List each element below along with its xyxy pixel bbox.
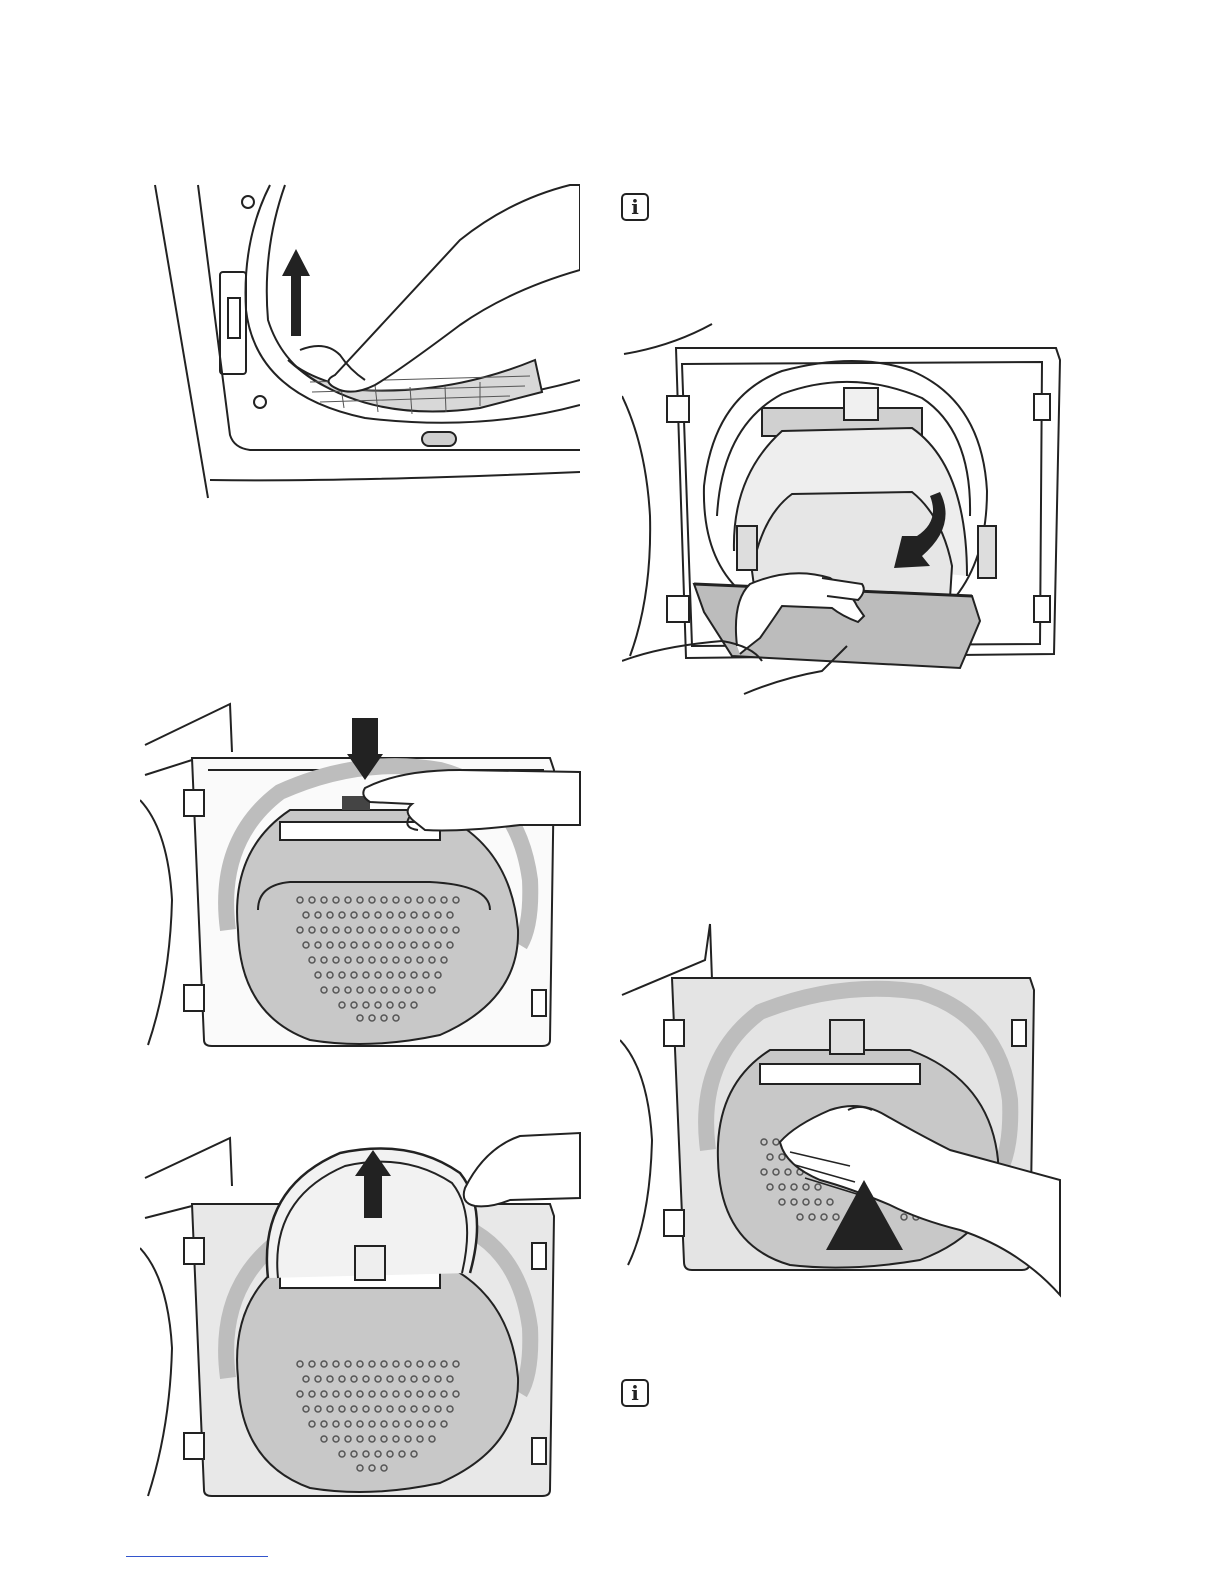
- arrow-up-icon: [282, 249, 310, 336]
- figure-press-release: [140, 700, 585, 1055]
- info-icon: i: [621, 193, 649, 221]
- figure-lift-filter: [150, 180, 580, 500]
- figure-remove-filter: [622, 316, 1067, 696]
- figure-close-filter: [620, 920, 1065, 1300]
- figure-open-filter: [140, 1128, 585, 1503]
- footer-link-rule[interactable]: [126, 1556, 268, 1557]
- info-icon: i: [621, 1379, 649, 1407]
